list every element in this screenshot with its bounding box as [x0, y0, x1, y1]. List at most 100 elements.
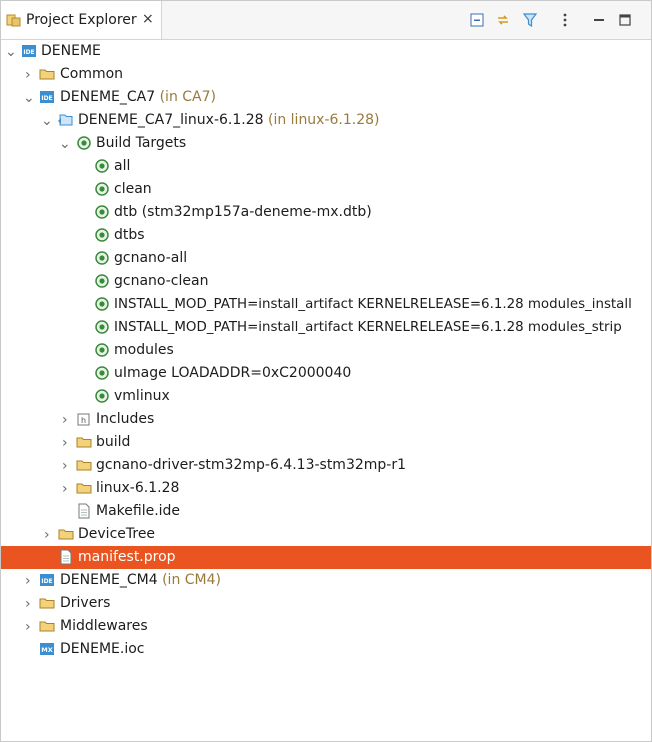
- tree-item-label: Common: [60, 66, 124, 82]
- collapsed-chevron-icon[interactable]: ›: [62, 412, 68, 428]
- mx-file-icon: MX: [40, 643, 54, 655]
- folder-icon: [39, 598, 55, 609]
- build-target-icon: [95, 274, 109, 288]
- tree-item-label: INSTALL_MOD_PATH=install_artifact KERNEL…: [114, 320, 622, 335]
- folder-icon: [76, 437, 92, 448]
- tree-item-label: DENEME_CA7 (in CA7): [60, 89, 216, 105]
- tree-item-build[interactable]: › build: [1, 431, 651, 454]
- link-with-editor-icon[interactable]: [495, 12, 511, 28]
- build-target-dtbs[interactable]: dtbs: [1, 224, 651, 247]
- build-target-icon: [95, 205, 109, 219]
- build-target-uimage[interactable]: uImage LOADADDR=0xC2000040: [1, 362, 651, 385]
- tree-item-includes[interactable]: › h Includes: [1, 408, 651, 431]
- includes-icon: h: [77, 413, 90, 426]
- ide-project-icon: IDE: [22, 45, 36, 57]
- build-target-modules-install[interactable]: INSTALL_MOD_PATH=install_artifact KERNEL…: [1, 293, 651, 316]
- tree-item-build-targets[interactable]: ⌄ Build Targets: [1, 132, 651, 155]
- build-target-vmlinux[interactable]: vmlinux: [1, 385, 651, 408]
- build-target-dtb[interactable]: dtb (stm32mp157a-deneme-mx.dtb): [1, 201, 651, 224]
- build-target-clean[interactable]: clean: [1, 178, 651, 201]
- view-menu-icon[interactable]: [557, 12, 573, 28]
- tab-project-explorer[interactable]: Project Explorer ×: [1, 1, 162, 39]
- build-target-icon: [95, 182, 109, 196]
- svg-text:IDE: IDE: [41, 95, 52, 102]
- tree-item-middlewares[interactable]: › Middlewares: [1, 615, 651, 638]
- tree-item-label: DENEME: [41, 43, 101, 59]
- collapsed-chevron-icon[interactable]: ›: [62, 435, 68, 451]
- view-tab-bar: Project Explorer ×: [1, 1, 651, 40]
- tree-item-label: Middlewares: [60, 618, 148, 634]
- file-icon: [78, 503, 90, 519]
- collapsed-chevron-icon[interactable]: ›: [25, 67, 31, 83]
- tree-item-label: clean: [114, 181, 152, 197]
- tree-item-decoration: (in CM4): [162, 572, 221, 588]
- build-target-modules-strip[interactable]: INSTALL_MOD_PATH=install_artifact KERNEL…: [1, 316, 651, 339]
- build-target-icon: [95, 389, 109, 403]
- build-target-icon: [95, 228, 109, 242]
- maximize-icon[interactable]: [617, 12, 633, 28]
- tree-item-drivers[interactable]: › Drivers: [1, 592, 651, 615]
- tree-item-deneme-cm4[interactable]: › IDE DENEME_CM4 (in CM4): [1, 569, 651, 592]
- tree-item-common[interactable]: › Common: [1, 63, 651, 86]
- tree-item-deneme-ca7[interactable]: ⌄ IDE DENEME_CA7 (in CA7): [1, 86, 651, 109]
- tree-item-linux[interactable]: › linux-6.1.28: [1, 477, 651, 500]
- tree-item-label: Includes: [96, 411, 155, 427]
- collapse-all-icon[interactable]: [469, 12, 485, 28]
- tree-item-makefile[interactable]: Makefile.ide: [1, 500, 651, 523]
- svg-text:IDE: IDE: [41, 578, 52, 585]
- tree-item-label: Drivers: [60, 595, 111, 611]
- collapsed-chevron-icon[interactable]: ›: [25, 596, 31, 612]
- collapsed-chevron-icon[interactable]: ›: [44, 527, 50, 543]
- tree-item-decoration: (in CA7): [159, 89, 216, 105]
- tree-item-label: gcnano-driver-stm32mp-6.4.13-stm32mp-r1: [96, 457, 406, 473]
- tree-item-label: DENEME.ioc: [60, 641, 145, 657]
- tree-item-label: build: [96, 434, 131, 450]
- view-title: Project Explorer: [26, 12, 137, 28]
- build-target-all[interactable]: all: [1, 155, 651, 178]
- linked-folder-icon: [58, 114, 73, 126]
- close-icon[interactable]: ×: [142, 11, 154, 27]
- tree-item-label: gcnano-all: [114, 250, 188, 266]
- tree-item-deneme-ioc[interactable]: MX DENEME.ioc: [1, 638, 651, 661]
- build-target-icon: [95, 366, 109, 380]
- collapsed-chevron-icon[interactable]: ›: [62, 458, 68, 474]
- tree-item-label: DENEME_CM4 (in CM4): [60, 572, 221, 588]
- tree-item-label: Build Targets: [96, 135, 187, 151]
- svg-text:MX: MX: [41, 646, 52, 654]
- collapsed-chevron-icon[interactable]: ›: [25, 619, 31, 635]
- tree-item-label: INSTALL_MOD_PATH=install_artifact KERNEL…: [114, 297, 632, 312]
- build-target-icon: [95, 320, 109, 334]
- build-target-icon: [95, 159, 109, 173]
- expanded-chevron-icon[interactable]: ⌄: [59, 136, 71, 152]
- collapsed-chevron-icon[interactable]: ›: [25, 573, 31, 589]
- ide-project-icon: IDE: [40, 91, 54, 103]
- collapsed-chevron-icon[interactable]: ›: [62, 481, 68, 497]
- tree-item-decoration: (in linux-6.1.28): [267, 112, 380, 128]
- ide-project-icon: IDE: [40, 574, 54, 586]
- expanded-chevron-icon[interactable]: ⌄: [23, 90, 35, 106]
- tree-item-deneme-ca7-linux[interactable]: ⌄ DENEME_CA7_linux-6.1.28 (in linux-6.1.…: [1, 109, 651, 132]
- tree-item-gcnano-driver[interactable]: › gcnano-driver-stm32mp-6.4.13-stm32mp-r…: [1, 454, 651, 477]
- build-target-gcnano-all[interactable]: gcnano-all: [1, 247, 651, 270]
- build-target-gcnano-clean[interactable]: gcnano-clean: [1, 270, 651, 293]
- tree-item-manifest[interactable]: manifest.prop: [1, 546, 651, 569]
- build-target-modules[interactable]: modules: [1, 339, 651, 362]
- minimize-icon[interactable]: [591, 12, 607, 28]
- svg-text:IDE: IDE: [23, 49, 34, 56]
- tree-item-label: manifest.prop: [78, 549, 176, 565]
- tree-item-label: all: [114, 158, 131, 174]
- filter-icon[interactable]: [522, 12, 538, 28]
- tree-item-label: DENEME_CA7_linux-6.1.28 (in linux-6.1.28…: [78, 112, 380, 128]
- expanded-chevron-icon[interactable]: ⌄: [41, 113, 53, 129]
- tree-item-devicetree[interactable]: › DeviceTree: [1, 523, 651, 546]
- tree-item-label: Makefile.ide: [96, 503, 181, 519]
- svg-text:h: h: [81, 416, 86, 425]
- tree-item-label: dtbs: [114, 227, 145, 243]
- tree-item-label: DeviceTree: [78, 526, 156, 542]
- tree-item-label: vmlinux: [114, 388, 170, 404]
- tree-item-label: uImage LOADADDR=0xC2000040: [114, 365, 352, 381]
- tree-item-label: gcnano-clean: [114, 273, 209, 289]
- tree-item-deneme[interactable]: ⌄ IDE DENEME: [1, 40, 651, 63]
- expanded-chevron-icon[interactable]: ⌄: [5, 44, 17, 60]
- folder-icon: [76, 460, 92, 471]
